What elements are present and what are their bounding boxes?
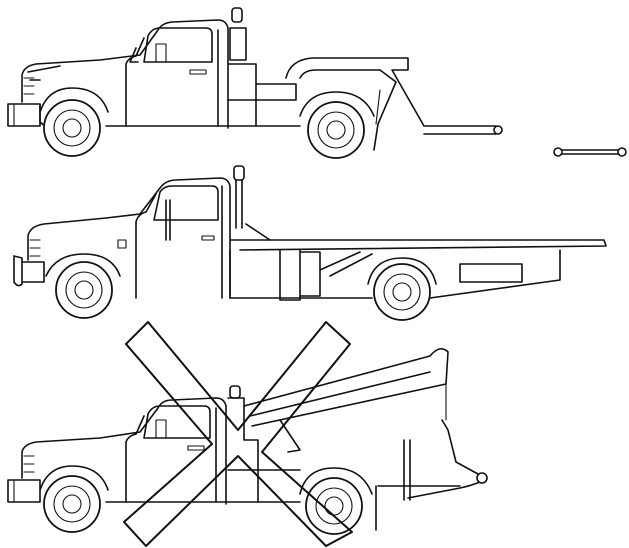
flatbed-tow-truck [13, 165, 607, 321]
sling-boom-tow-truck [7, 348, 488, 535]
wheel-lift-tow-truck [7, 7, 503, 159]
tow-bar-icon [553, 147, 627, 157]
prohibited-x-mark-icon [123, 321, 353, 547]
